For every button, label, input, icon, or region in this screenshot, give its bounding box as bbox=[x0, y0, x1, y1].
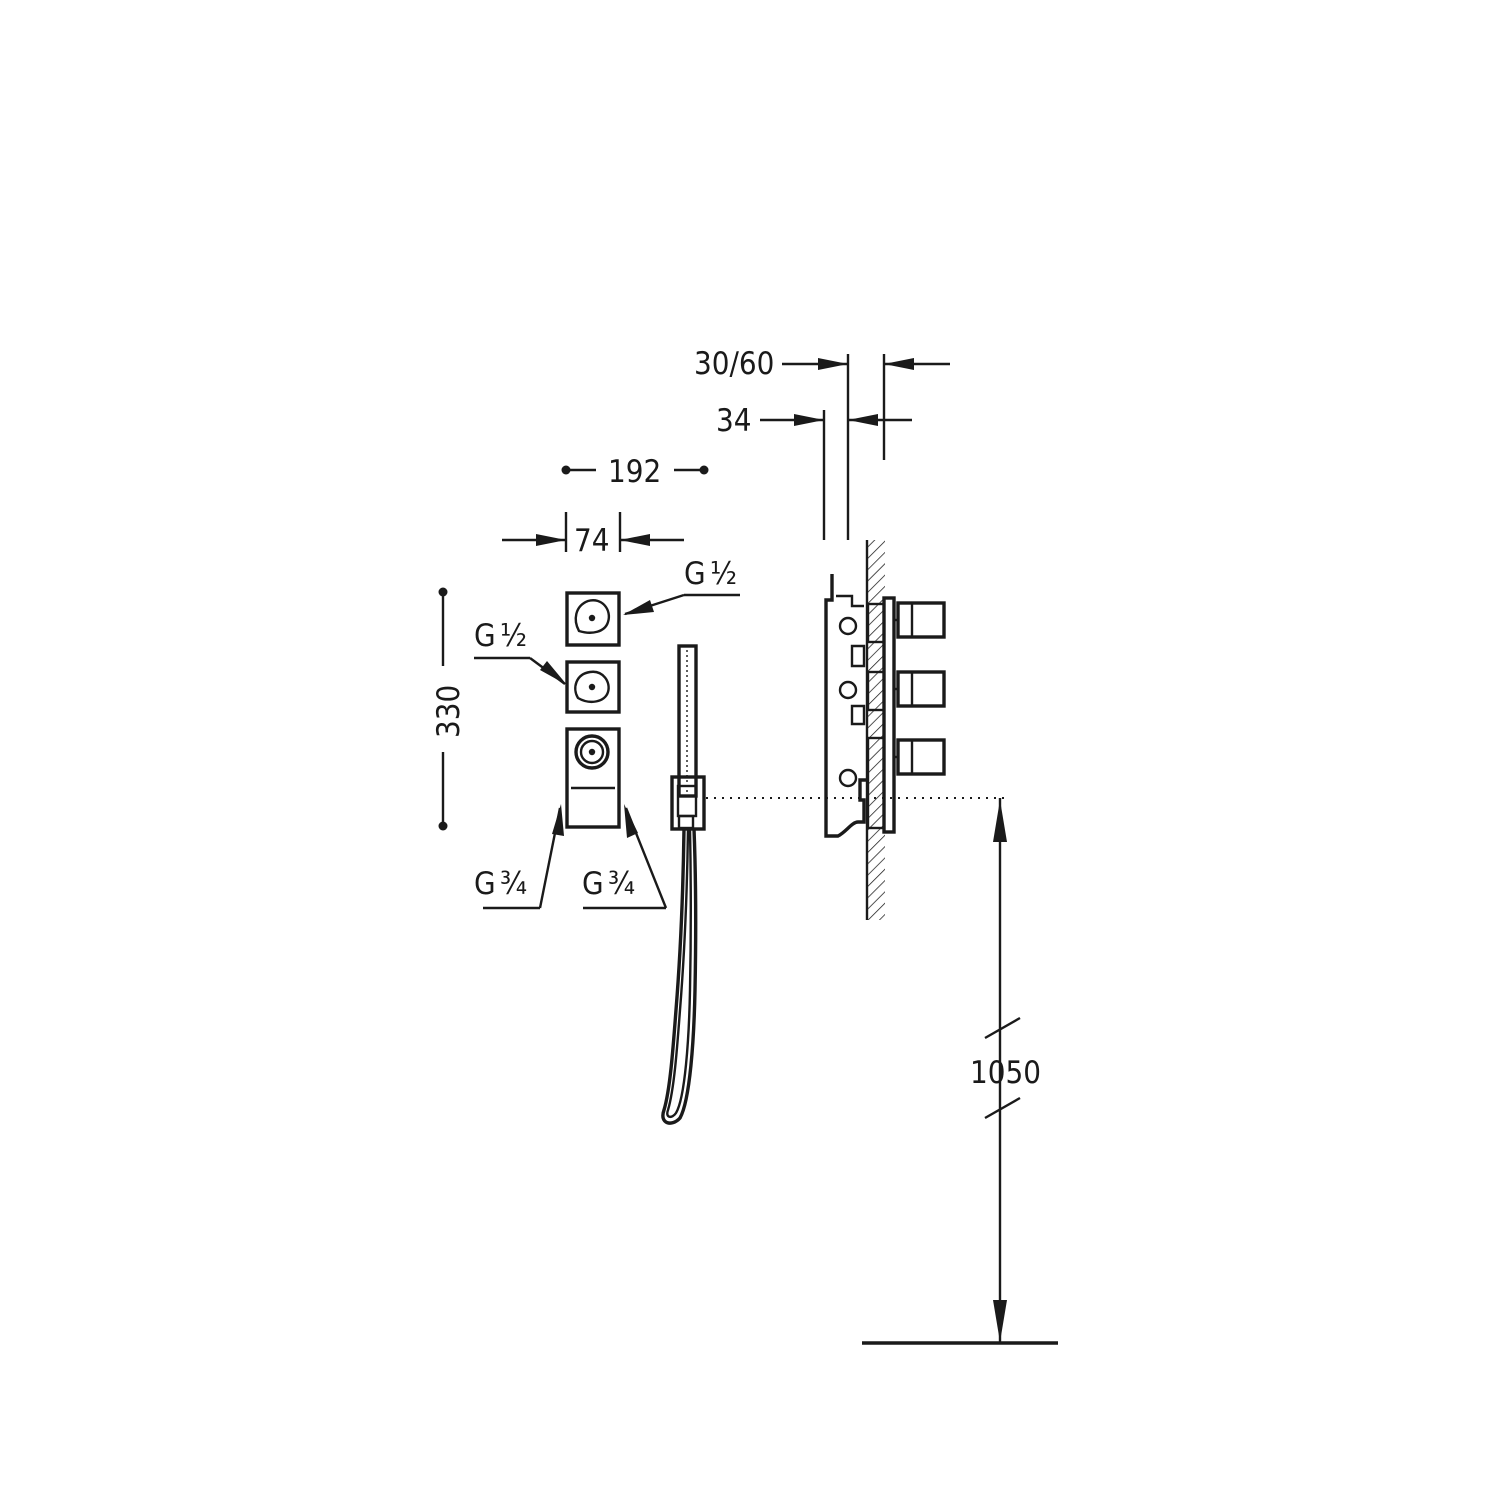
total-height-dimension: 330 bbox=[431, 587, 467, 831]
thermostatic-plate bbox=[565, 727, 621, 829]
frac-top-outlet: ½ bbox=[710, 556, 737, 592]
wall-range-label: 30/60 bbox=[694, 346, 774, 382]
connection-top-outlet: G ½ bbox=[623, 556, 740, 616]
total-height-label: 330 bbox=[431, 685, 467, 738]
depth-dimensions: 30/60 34 bbox=[694, 346, 950, 540]
plate-width-label: 74 bbox=[574, 523, 609, 559]
svg-text:G: G bbox=[684, 556, 706, 592]
svg-text:G: G bbox=[582, 866, 604, 902]
side-view bbox=[824, 540, 946, 920]
middle-control-plate bbox=[565, 660, 621, 714]
frac-inlet-right: ¾ bbox=[608, 866, 635, 902]
mount-height-label: 1050 bbox=[970, 1055, 1041, 1091]
hand-shower bbox=[661, 644, 706, 1125]
plate-depth-label: 34 bbox=[716, 403, 751, 439]
top-control-plate bbox=[565, 591, 621, 647]
connection-middle-outlet: G ½ bbox=[474, 618, 567, 685]
connection-inlet-left: G ¾ bbox=[474, 804, 564, 910]
svg-text:G: G bbox=[474, 618, 496, 654]
total-width-label: 192 bbox=[608, 454, 661, 490]
frac-middle-outlet: ½ bbox=[500, 618, 527, 654]
total-width-dimension: 192 bbox=[561, 454, 709, 490]
front-view bbox=[565, 591, 621, 829]
connection-inlet-right: G ¾ bbox=[582, 804, 668, 910]
frac-inlet-left: ¾ bbox=[500, 866, 527, 902]
mount-height-dimension: 1050 bbox=[862, 798, 1058, 1345]
svg-text:G: G bbox=[474, 866, 496, 902]
plate-width-dimension: 74 bbox=[502, 512, 684, 559]
